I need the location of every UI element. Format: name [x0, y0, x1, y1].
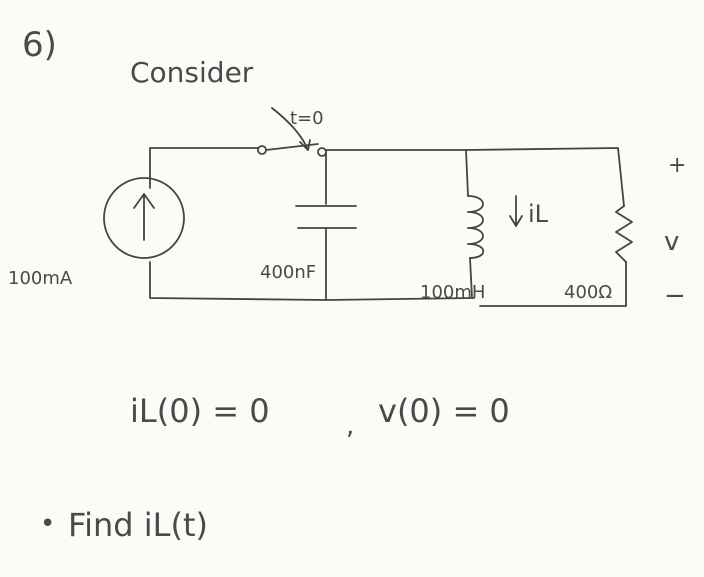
inductor-bottom-lead [469, 257, 473, 299]
top-left-wire [149, 147, 259, 189]
task-text: Find iL(t) [68, 506, 208, 544]
initial-voltage-condition: v(0) = 0 [378, 392, 510, 430]
voltage-minus: − [664, 281, 686, 311]
inductor-current-label: iL [528, 200, 549, 228]
capacitor-label: 400nF [260, 262, 316, 283]
current-source-symbol [103, 177, 185, 259]
inductor-current-arrow [509, 195, 523, 227]
bottom-right-wire [479, 261, 627, 307]
switch-arrowhead [299, 139, 311, 151]
switch-blade [265, 143, 319, 151]
inductor-top-lead [465, 149, 469, 197]
switch-right-terminal [317, 147, 327, 157]
resistor-label: 400Ω [564, 282, 612, 303]
bottom-left-wire [149, 261, 475, 301]
initial-current-condition: iL(0) = 0 [130, 392, 270, 430]
current-source-arrow [133, 193, 155, 241]
inductor-coil [467, 195, 485, 259]
voltage-label: v [664, 227, 679, 257]
top-right-wire [325, 147, 625, 207]
source-label: 100mA [8, 268, 73, 289]
voltage-plus: + [668, 153, 686, 178]
problem-intro: Consider [130, 56, 254, 89]
switch-left-terminal [257, 145, 267, 155]
switch-label: t=0 [290, 108, 324, 129]
problem-number: 6) [22, 25, 57, 65]
resistor-zigzag [615, 205, 633, 263]
switch-arrow [271, 107, 309, 151]
inductor-label: 100mH [420, 282, 485, 303]
task-bullet: • [40, 509, 55, 539]
condition-separator: , [346, 411, 354, 441]
